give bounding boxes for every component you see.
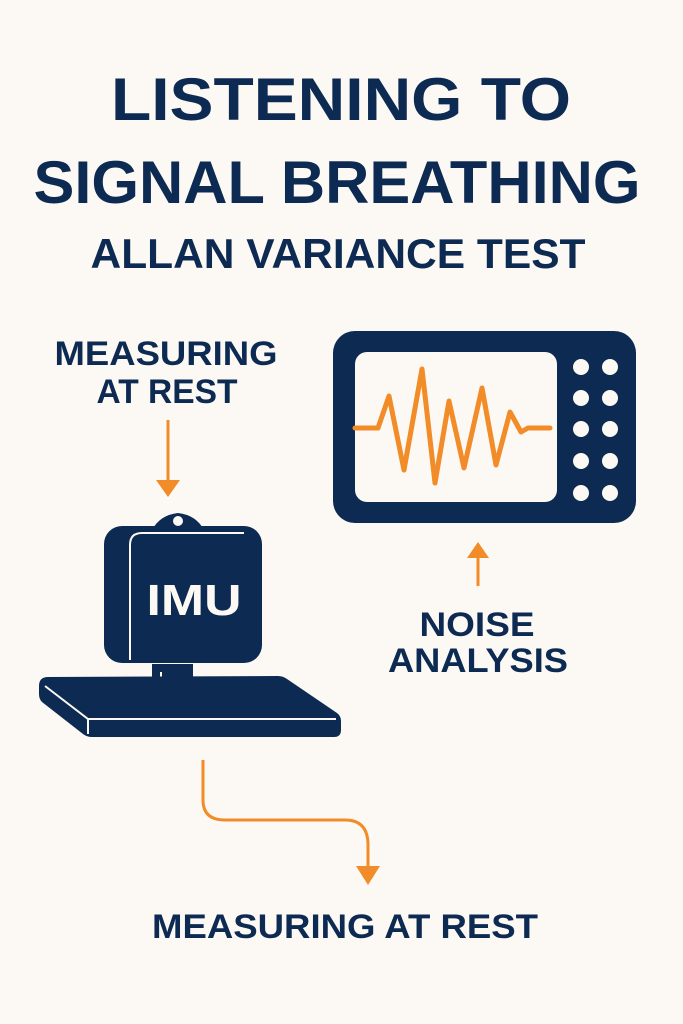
arrow-curved-down	[201, 760, 380, 885]
noise-label-2: ANALYSIS	[388, 642, 568, 680]
monitor-buttons	[573, 359, 618, 501]
arrow-down-to-imu	[156, 420, 180, 497]
measuring-label-top-1: MEASURING	[55, 335, 278, 373]
subtitle: ALLAN VARIANCE TEST	[91, 230, 586, 277]
imu-label: IMU	[147, 576, 242, 625]
measuring-label-top-2: AT REST	[97, 373, 238, 411]
title-line-1: LISTENING TO	[111, 66, 571, 133]
oscilloscope-monitor-icon	[333, 331, 636, 523]
imu-device-icon: IMU	[39, 513, 341, 737]
measuring-label-bottom: MEASURING AT REST	[152, 908, 538, 946]
noise-waveform	[352, 366, 553, 486]
title-line-2: SIGNAL BREATHING	[34, 149, 641, 216]
arrow-up-to-monitor	[467, 542, 489, 586]
noise-label-1: NOISE	[420, 606, 535, 644]
